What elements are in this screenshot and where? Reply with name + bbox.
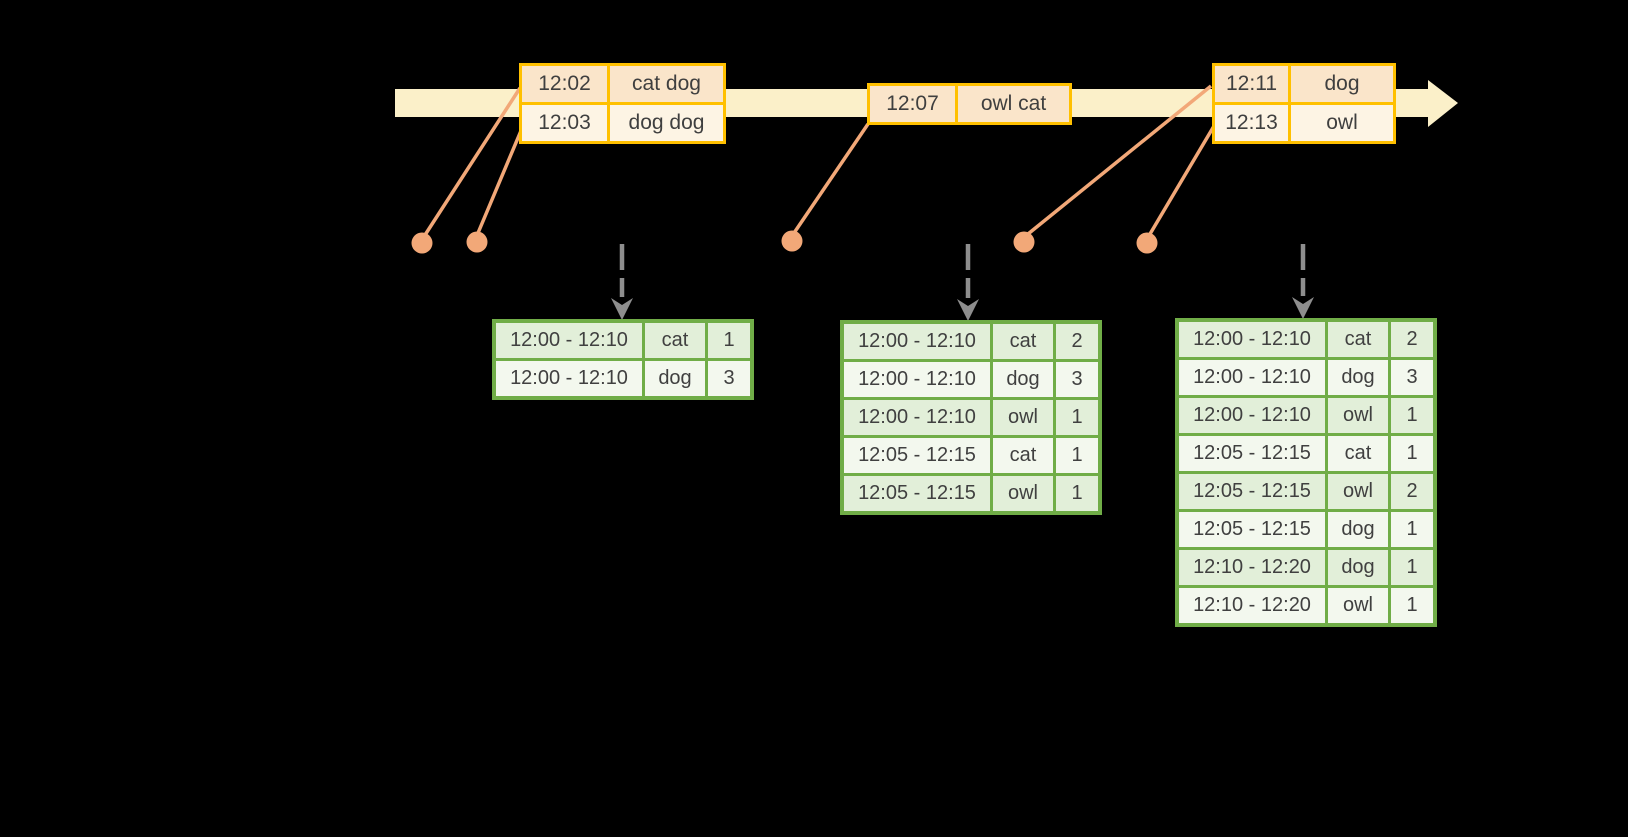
count-cell: 1: [1056, 476, 1098, 511]
window-cell: 12:05 - 12:15: [1179, 436, 1325, 471]
word-cell: owl: [1328, 588, 1388, 623]
window-cell: 12:00 - 12:10: [1179, 398, 1325, 433]
event-dot-12-02: [411, 232, 433, 254]
count-cell: 1: [708, 323, 750, 358]
count-cell: 3: [708, 361, 750, 396]
event-time-cell: 12:07: [870, 86, 955, 122]
window-cell: 12:05 - 12:15: [1179, 474, 1325, 509]
event-words-cell: dog: [1291, 66, 1393, 102]
word-cell: dog: [645, 361, 705, 396]
event-dot-12-03: [466, 231, 488, 253]
count-cell: 2: [1391, 474, 1433, 509]
window-cell: 12:10 - 12:20: [1179, 550, 1325, 585]
word-cell: owl: [993, 400, 1053, 435]
trigger-arrow-3-head-icon: [1292, 297, 1314, 319]
event-dot-12-11: [1013, 231, 1035, 253]
word-cell: cat: [1328, 436, 1388, 471]
window-cell: 12:00 - 12:10: [496, 361, 642, 396]
count-cell: 1: [1391, 512, 1433, 547]
window-cell: 12:10 - 12:20: [1179, 588, 1325, 623]
count-cell: 1: [1391, 436, 1433, 471]
window-cell: 12:00 - 12:10: [1179, 360, 1325, 395]
event-words-cell: cat dog: [610, 66, 723, 102]
word-cell: owl: [993, 476, 1053, 511]
event-time-cell: 12:02: [522, 66, 607, 102]
count-cell: 1: [1056, 400, 1098, 435]
event-words-cell: owl: [1291, 105, 1393, 141]
word-cell: cat: [993, 324, 1053, 359]
event-leader-line-12-03: [476, 125, 525, 234]
count-cell: 1: [1391, 588, 1433, 623]
timeline-arrowhead-icon: [1428, 80, 1458, 127]
event-time-cell: 12:11: [1215, 66, 1288, 102]
event-leader-line-12-11: [1026, 84, 1213, 236]
event-dot-12-07: [781, 230, 803, 252]
count-cell: 1: [1056, 438, 1098, 473]
count-cell: 2: [1056, 324, 1098, 359]
word-cell: owl: [1328, 398, 1388, 433]
event-leader-line-12-02: [423, 87, 522, 236]
event-dot-12-13: [1136, 232, 1158, 254]
window-cell: 12:00 - 12:10: [844, 400, 990, 435]
word-cell: dog: [1328, 360, 1388, 395]
word-cell: cat: [645, 323, 705, 358]
window-cell: 12:05 - 12:15: [1179, 512, 1325, 547]
window-cell: 12:00 - 12:10: [496, 323, 642, 358]
window-cell: 12:00 - 12:10: [1179, 322, 1325, 357]
window-cell: 12:05 - 12:15: [844, 438, 990, 473]
event-words-cell: dog dog: [610, 105, 723, 141]
trigger-arrow-2: [957, 244, 979, 321]
event-leader-line-12-13: [1148, 125, 1216, 235]
trigger-arrow-2-head-icon: [957, 299, 979, 321]
word-cell: dog: [1328, 512, 1388, 547]
word-cell: dog: [993, 362, 1053, 397]
window-cell: 12:00 - 12:10: [844, 362, 990, 397]
word-cell: cat: [1328, 322, 1388, 357]
trigger-arrow-1: [611, 244, 633, 320]
count-cell: 2: [1391, 322, 1433, 357]
word-cell: cat: [993, 438, 1053, 473]
event-words-cell: owl cat: [958, 86, 1069, 122]
word-cell: owl: [1328, 474, 1388, 509]
window-cell: 12:05 - 12:15: [844, 476, 990, 511]
event-time-cell: 12:03: [522, 105, 607, 141]
count-cell: 3: [1056, 362, 1098, 397]
event-time-cell: 12:13: [1215, 105, 1288, 141]
count-cell: 1: [1391, 550, 1433, 585]
count-cell: 1: [1391, 398, 1433, 433]
count-cell: 3: [1391, 360, 1433, 395]
word-cell: dog: [1328, 550, 1388, 585]
window-cell: 12:00 - 12:10: [844, 324, 990, 359]
trigger-arrow-1-head-icon: [611, 298, 633, 320]
trigger-arrow-3: [1292, 244, 1314, 319]
event-leader-line-12-07: [792, 123, 870, 234]
